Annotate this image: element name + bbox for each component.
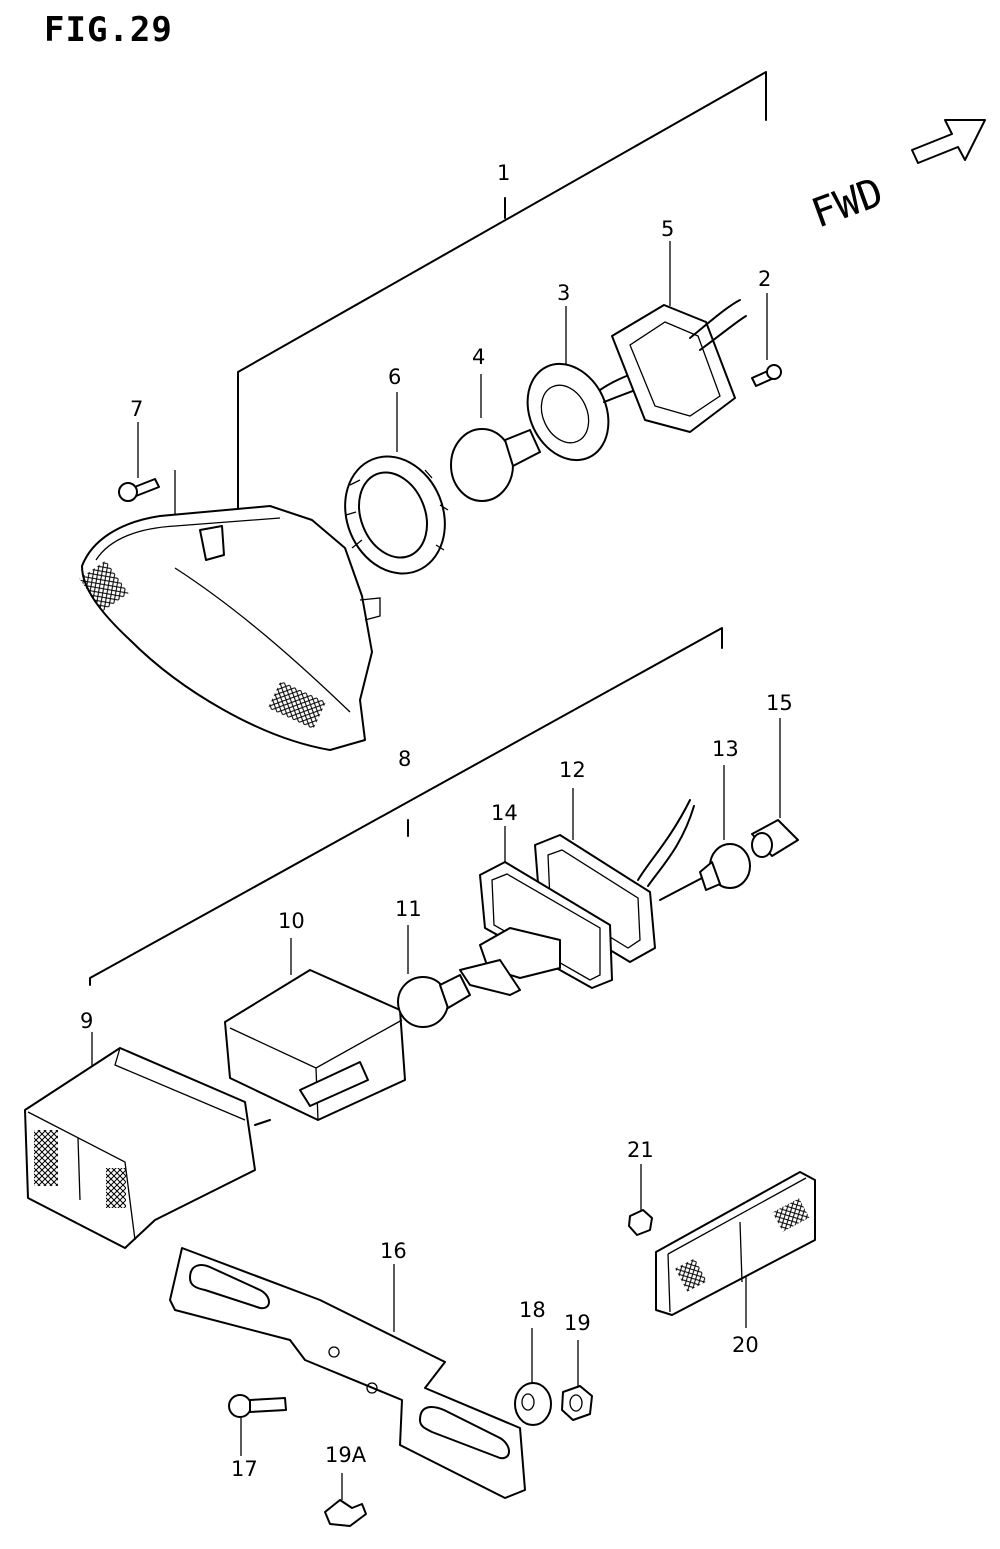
part-20-reflector (655, 1171, 816, 1328)
callout-3: 3 (557, 281, 570, 305)
part-7-screw (118, 422, 176, 568)
part-10-reflector (224, 938, 406, 1121)
part-17-bolt (228, 1394, 287, 1456)
callout-7: 7 (130, 397, 143, 421)
part-15-collar (751, 718, 799, 858)
callout-15: 15 (766, 691, 793, 715)
callout-21: 21 (627, 1138, 654, 1162)
callout-6: 6 (388, 365, 401, 389)
part-9-tail-lamp-housing (24, 1032, 271, 1249)
part-5-gasket (611, 241, 747, 433)
part-2-screw (751, 293, 782, 387)
callout-18: 18 (519, 1298, 546, 1322)
callout-19: 19 (564, 1311, 591, 1335)
part-16-bracket (169, 1247, 526, 1499)
callout-17: 17 (231, 1457, 258, 1481)
callout-20: 20 (732, 1333, 759, 1357)
forward-arrow-icon (911, 119, 986, 164)
callout-8: 8 (398, 747, 411, 771)
callout-9: 9 (80, 1009, 93, 1033)
part-4-bulb (450, 374, 541, 502)
assembly-8-leader (89, 627, 723, 986)
part-14-socket-plate (459, 826, 613, 996)
callout-10: 10 (278, 909, 305, 933)
part-19a-fastener (324, 1473, 367, 1527)
part-19-nut (561, 1340, 593, 1421)
callout-19a: 19A (325, 1443, 367, 1467)
part-11-bulb (397, 925, 471, 1028)
forward-direction-indicator: FWD (806, 119, 986, 237)
callout-12: 12 (559, 758, 586, 782)
callout-1: 1 (497, 161, 510, 185)
callout-13: 13 (712, 737, 739, 761)
figure-title: FIG.29 (44, 10, 173, 50)
part-18-washer (514, 1328, 552, 1426)
callout-11: 11 (395, 897, 422, 921)
callout-5: 5 (661, 217, 674, 241)
part-6-retaining-ring (344, 392, 449, 575)
callout-16: 16 (380, 1239, 407, 1263)
callout-4: 4 (472, 345, 485, 369)
part-13-grommet (659, 765, 751, 901)
part-21-nut (628, 1164, 653, 1236)
callout-14: 14 (491, 801, 518, 825)
callout-2: 2 (758, 267, 771, 291)
assembly-1-leader (237, 71, 767, 509)
part-1-lamp-housing (79, 505, 381, 751)
fwd-label: FWD (806, 169, 890, 237)
